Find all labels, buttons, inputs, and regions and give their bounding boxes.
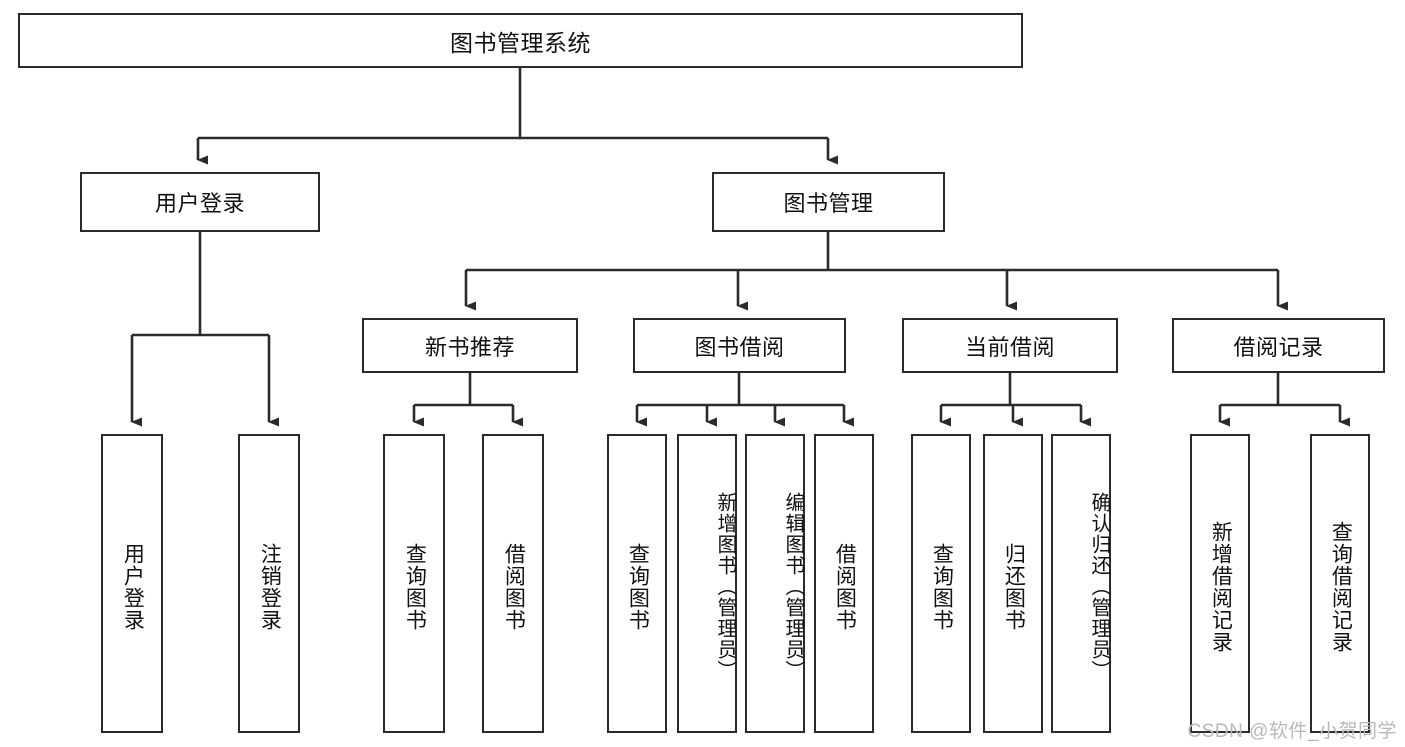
leaf-add-borrow-record[interactable]: 新增借阅记录 (1190, 434, 1250, 733)
leaf-borrow-book[interactable]: 借阅图书 (814, 434, 874, 733)
node-new-book-recommend[interactable]: 新书推荐 (362, 318, 578, 373)
leaf-label: 查询图书 (626, 542, 650, 631)
leaf-return-book[interactable]: 归还图书 (983, 434, 1043, 733)
leaf-add-book-admin[interactable]: 新增图书（管理员） (677, 434, 737, 733)
node-current-borrow[interactable]: 当前借阅 (902, 318, 1118, 373)
leaf-query-borrow-record[interactable]: 查询借阅记录 (1310, 434, 1370, 733)
leaf-label: 归还图书 (1002, 542, 1026, 631)
leaf-borrow-book-new[interactable]: 借阅图书 (482, 434, 544, 733)
leaf-label: 编辑图书（管理员） (782, 492, 804, 681)
node-user-login[interactable]: 用户登录 (80, 172, 320, 232)
watermark-text: CSDN @软件_小贺同学 (1187, 721, 1397, 742)
leaf-logout[interactable]: 注销登录 (238, 434, 300, 733)
leaf-query-book-borrow[interactable]: 查询图书 (607, 434, 667, 733)
leaf-label: 新增图书（管理员） (714, 492, 736, 681)
leaf-label: 借阅图书 (502, 542, 526, 631)
leaf-edit-book-admin[interactable]: 编辑图书（管理员） (745, 434, 805, 733)
leaf-label: 新增借阅记录 (1209, 520, 1233, 653)
leaf-user-login[interactable]: 用户登录 (101, 434, 163, 733)
leaf-label: 查询借阅记录 (1329, 520, 1353, 653)
node-borrow-record[interactable]: 借阅记录 (1172, 318, 1385, 373)
leaf-label: 确认归还（管理员） (1088, 492, 1110, 681)
leaf-label: 借阅图书 (833, 542, 857, 631)
leaf-label: 查询图书 (930, 542, 954, 631)
leaf-query-book-new[interactable]: 查询图书 (383, 434, 445, 733)
leaf-label: 用户登录 (121, 542, 145, 631)
leaf-label: 注销登录 (258, 542, 282, 631)
leaf-query-book-current[interactable]: 查询图书 (911, 434, 971, 733)
node-book-management[interactable]: 图书管理 (712, 172, 945, 232)
leaf-label: 查询图书 (403, 542, 427, 631)
leaf-confirm-return-admin[interactable]: 确认归还（管理员） (1051, 434, 1111, 733)
node-root-system[interactable]: 图书管理系统 (18, 13, 1023, 68)
node-book-borrow[interactable]: 图书借阅 (633, 318, 846, 373)
